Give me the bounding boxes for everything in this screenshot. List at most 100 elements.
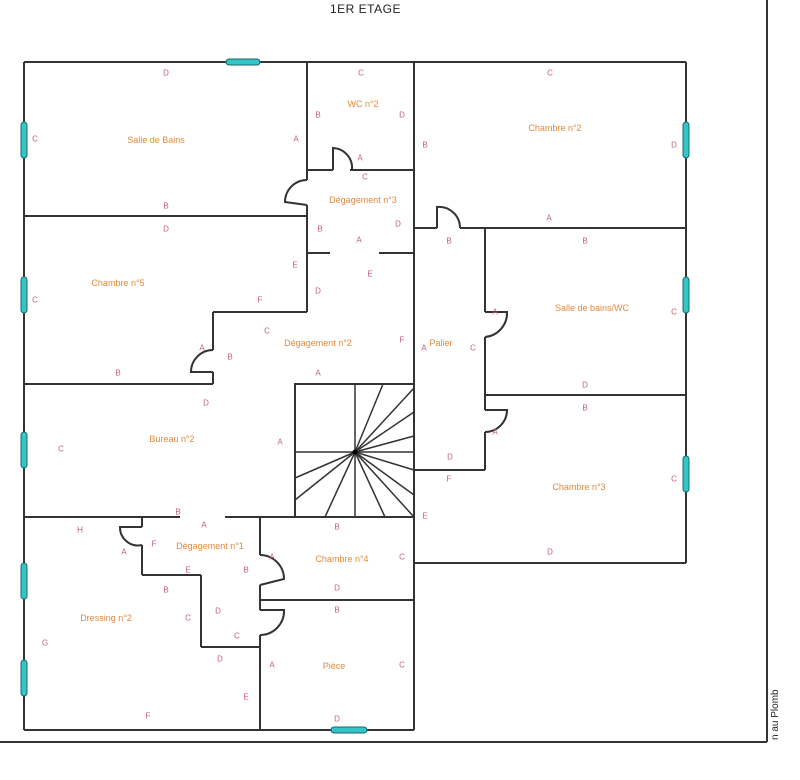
stair-step — [324, 451, 356, 518]
wall-label: A — [269, 660, 275, 670]
door-swing — [118, 526, 143, 547]
wall-label: C — [399, 552, 405, 562]
wall-label: B — [243, 565, 249, 575]
wall-label: B — [315, 110, 321, 120]
wall-label: A — [199, 343, 205, 353]
wall-label: B — [317, 224, 323, 234]
room-label: Dégagement n°3 — [329, 195, 397, 205]
wall-label: D — [215, 606, 221, 616]
window — [20, 659, 28, 697]
window — [682, 276, 690, 314]
room-label: Bureau n°2 — [149, 434, 195, 444]
stair-step — [294, 451, 356, 479]
wall-label: B — [422, 140, 428, 150]
stair-step — [354, 451, 415, 471]
wall-label: F — [257, 295, 263, 305]
wall-label: B — [582, 403, 588, 413]
stair-step — [354, 435, 415, 453]
wall-label: D — [671, 140, 677, 150]
wall-label: E — [243, 692, 249, 702]
window — [20, 431, 28, 469]
wall-label: D — [217, 654, 223, 664]
wall-label: B — [446, 236, 452, 246]
wall-label: D — [163, 68, 169, 78]
wall-label: D — [547, 547, 553, 557]
wall-label: A — [492, 427, 498, 437]
room-label: Chambre n°4 — [315, 554, 369, 564]
wall-label: B — [175, 507, 181, 517]
door-swing — [436, 205, 462, 229]
window — [225, 58, 261, 66]
wall-label: A — [121, 547, 127, 557]
window — [20, 121, 28, 159]
wall-label: C — [362, 172, 368, 182]
wall-label: E — [422, 511, 428, 521]
wall-label: A — [546, 213, 552, 223]
wall-label: D — [399, 110, 405, 120]
wall-label: C — [264, 326, 270, 336]
wall-label: D — [203, 398, 209, 408]
stair-center — [352, 449, 358, 455]
wall-label: G — [41, 638, 49, 648]
room-label: Chambre n°3 — [552, 482, 606, 492]
wall-label: H — [77, 525, 83, 535]
door-swing — [259, 554, 286, 586]
room-label: Chambre n°2 — [528, 123, 582, 133]
wall-label: B — [334, 522, 340, 532]
wall-label: B — [582, 236, 588, 246]
stair-step — [294, 451, 356, 501]
wall-label: E — [292, 260, 298, 270]
wall-label: A — [356, 235, 362, 245]
wall-label: B — [115, 368, 121, 378]
wall-label: D — [334, 583, 340, 593]
wall-label: A — [293, 134, 299, 144]
wall-label: D — [315, 286, 321, 296]
wall-label: E — [185, 565, 191, 575]
wall-label: B — [227, 352, 233, 362]
wall-label: F — [151, 539, 157, 549]
wall-label: B — [163, 201, 169, 211]
wall-label: D — [395, 219, 401, 229]
wall-label: D — [447, 452, 453, 462]
wall-label: A — [277, 437, 283, 447]
wall-label: C — [32, 134, 38, 144]
room-label: Dressing n°2 — [80, 613, 132, 623]
room-label: WC n°2 — [347, 99, 379, 109]
window — [682, 455, 690, 493]
wall-label: B — [163, 585, 169, 595]
stair-step — [354, 451, 415, 496]
wall-label: B — [334, 605, 340, 615]
room-label: Pièce — [322, 661, 346, 671]
room-label: Chambre n°5 — [91, 278, 145, 288]
wall-label: C — [547, 68, 553, 78]
room-label: Dégagement n°1 — [176, 541, 244, 551]
wall-label: C — [58, 444, 64, 454]
wall-label: F — [399, 335, 405, 345]
wall-label: D — [163, 224, 169, 234]
window — [20, 276, 28, 314]
stair-step — [354, 411, 415, 453]
wall-label: C — [185, 613, 191, 623]
wall-label: A — [357, 153, 363, 163]
wall-label: A — [315, 368, 321, 378]
stair-step — [354, 451, 415, 518]
window — [330, 726, 368, 734]
door-swing — [283, 179, 308, 206]
wall-label: A — [492, 307, 498, 317]
stair-step — [354, 387, 415, 453]
door-swing — [259, 609, 286, 637]
wall-label: C — [32, 295, 38, 305]
room-label: Dégagement n°2 — [284, 338, 352, 348]
wall-label: C — [399, 660, 405, 670]
window — [20, 562, 28, 600]
wall-label: C — [470, 343, 476, 353]
stair-step — [354, 451, 386, 518]
door-swing — [332, 146, 354, 171]
room-label: Salle de Bains — [127, 135, 185, 145]
floor-title: 1ER ETAGE — [330, 2, 401, 16]
wall-label: C — [671, 474, 677, 484]
window — [682, 121, 690, 159]
wall-label: F — [446, 474, 452, 484]
wall-label: F — [145, 711, 151, 721]
